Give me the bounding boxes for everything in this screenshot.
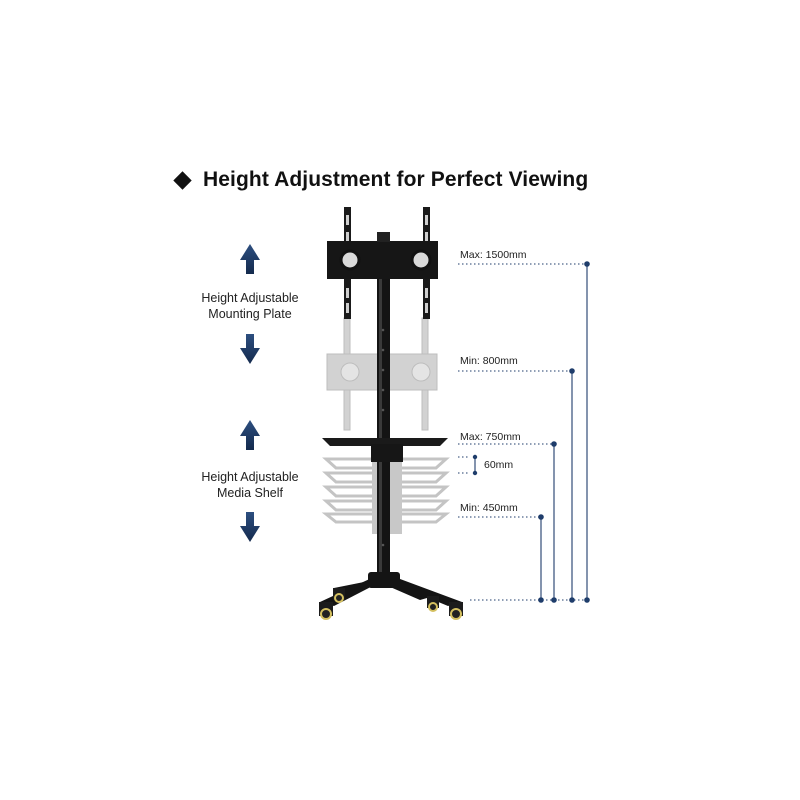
caster-wheel	[449, 602, 463, 620]
arrow-down-icon	[240, 334, 260, 364]
media-shelf-label: Height Adjustable Media Shelf	[185, 469, 315, 501]
shelf-step: 60mm	[484, 459, 514, 471]
mounting-plate-label: Height Adjustable Mounting Plate	[185, 290, 315, 322]
caster-wheel	[427, 596, 439, 612]
mounting-plate-label-line2: Mounting Plate	[208, 307, 292, 321]
page-title: Height Adjustment for Perfect Viewing	[173, 166, 589, 194]
ghost-shelves	[321, 457, 451, 524]
caster-wheel	[333, 588, 345, 603]
arrow-down-icon	[240, 512, 260, 542]
max-shelf-height: Max: 750mm	[460, 431, 521, 443]
dimension-lines	[458, 263, 588, 601]
mounting-plate	[327, 207, 438, 319]
dimension-dots	[472, 261, 590, 603]
min-plate-height: Min: 800mm	[460, 355, 518, 367]
media-shelf-label-line2: Media Shelf	[216, 486, 283, 500]
caster-wheel	[319, 602, 333, 620]
media-shelf-label-line1: Height Adjustable	[201, 470, 299, 484]
max-plate-height: Max: 1500mm	[460, 249, 527, 261]
title-text: Height Adjustment for Perfect Viewing	[203, 168, 589, 191]
arrow-up-icon	[240, 420, 260, 450]
mounting-plate-label-line1: Height Adjustable	[201, 291, 299, 305]
media-shelf	[322, 438, 448, 462]
min-shelf-height: Min: 450mm	[460, 502, 518, 514]
stand-pole	[377, 232, 390, 580]
arrow-up-icon	[240, 244, 260, 274]
